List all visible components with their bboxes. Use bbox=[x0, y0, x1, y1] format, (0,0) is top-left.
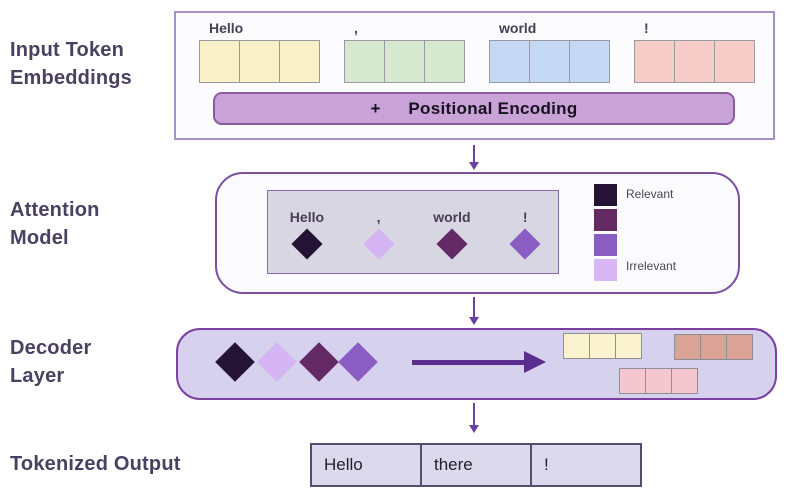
attention-tokens-panel: Hello , world ! bbox=[267, 190, 559, 274]
attention-token-comma: , bbox=[363, 209, 395, 260]
output-token-cell: there bbox=[422, 445, 532, 485]
legend-swatch bbox=[594, 209, 617, 231]
relevance-legend: Relevant Irrelevant bbox=[594, 184, 696, 281]
embedding-cell bbox=[279, 40, 320, 83]
embedding-cell bbox=[199, 40, 240, 83]
embedding-cell bbox=[569, 40, 610, 83]
input-embeddings-box: Hello , world ! + Positional bbox=[174, 11, 775, 140]
decoder-cell bbox=[726, 334, 753, 360]
legend-swatch-irrelevant bbox=[594, 259, 617, 281]
token-label: world bbox=[499, 20, 537, 36]
legend-swatch-relevant bbox=[594, 184, 617, 206]
positional-encoding-text: Positional Encoding bbox=[408, 98, 578, 118]
input-token-exclaim: ! bbox=[634, 20, 755, 83]
decoder-cell bbox=[619, 368, 646, 394]
token-label: , bbox=[354, 20, 358, 36]
token-label: Hello bbox=[209, 20, 244, 36]
decoder-cell bbox=[700, 334, 727, 360]
decoder-diamond bbox=[338, 342, 378, 382]
embedding-cell bbox=[344, 40, 385, 83]
embedding-cell bbox=[239, 40, 280, 83]
attention-diamond bbox=[291, 228, 323, 260]
embedding-cells bbox=[199, 40, 320, 83]
legend-label-irrelevant: Irrelevant bbox=[626, 259, 677, 273]
output-token-cell: Hello bbox=[312, 445, 422, 485]
decoder-diamond bbox=[257, 342, 297, 382]
legend-swatch bbox=[594, 234, 617, 256]
output-token-cell: ! bbox=[544, 455, 549, 474]
tokenized-output-label: Tokenized Output bbox=[10, 453, 181, 475]
decoder-cell bbox=[645, 368, 672, 394]
embedding-cell bbox=[489, 40, 530, 83]
input-token-hello: Hello bbox=[199, 20, 320, 83]
decoder-layer-box bbox=[176, 328, 777, 400]
embedding-cell bbox=[529, 40, 570, 83]
decoder-diamond bbox=[215, 342, 255, 382]
embedding-cell bbox=[384, 40, 425, 83]
decoder-cell bbox=[674, 334, 701, 360]
embedding-cells bbox=[634, 40, 755, 83]
token-label: world bbox=[433, 209, 471, 225]
attention-diamond bbox=[436, 228, 468, 260]
decoder-cell bbox=[563, 333, 590, 359]
attention-token-hello: Hello bbox=[289, 209, 325, 260]
attention-diamond bbox=[509, 228, 541, 260]
input-token-world: world bbox=[489, 20, 610, 83]
decoder-cell bbox=[589, 333, 616, 359]
embedding-cells bbox=[489, 40, 610, 83]
input-token-comma: , bbox=[344, 20, 465, 83]
embedding-cell bbox=[424, 40, 465, 83]
decoder-cell bbox=[671, 368, 698, 394]
decoder-output-group-pink bbox=[619, 368, 698, 394]
decoder-layer-label: Decoder Layer bbox=[10, 337, 92, 387]
attention-diamond bbox=[363, 228, 395, 260]
tokenized-output-table: Hello there ! bbox=[310, 443, 642, 487]
token-label: , bbox=[376, 209, 381, 225]
legend-label-relevant: Relevant bbox=[626, 187, 674, 201]
decoder-output-group-yellow bbox=[563, 333, 642, 359]
decode-arrow bbox=[412, 351, 546, 373]
token-label: Hello bbox=[289, 209, 325, 225]
attention-token-world: world bbox=[433, 209, 471, 260]
decoder-diamond bbox=[299, 342, 339, 382]
positional-encoding-bar: + Positional Encoding bbox=[213, 92, 735, 125]
attention-token-exclaim: ! bbox=[509, 209, 541, 260]
embedding-cells bbox=[344, 40, 465, 83]
input-embeddings-label: Input Token Embeddings bbox=[10, 39, 133, 89]
legend-swatches bbox=[594, 184, 617, 281]
down-arrow-1 bbox=[468, 145, 480, 170]
decoder-output-group-salmon bbox=[674, 334, 753, 360]
token-label: ! bbox=[644, 20, 649, 36]
down-arrow-2 bbox=[468, 297, 480, 325]
attention-model-label: Attention Model bbox=[10, 199, 100, 249]
plus-sign: + bbox=[370, 98, 381, 118]
token-label: ! bbox=[522, 209, 528, 225]
embedding-cell bbox=[634, 40, 675, 83]
embedding-cell bbox=[714, 40, 755, 83]
attention-model-box: Hello , world ! Relevant Irrelevant bbox=[215, 172, 740, 294]
down-arrow-3 bbox=[468, 403, 480, 433]
embedding-cell bbox=[674, 40, 715, 83]
decoder-cell bbox=[615, 333, 642, 359]
